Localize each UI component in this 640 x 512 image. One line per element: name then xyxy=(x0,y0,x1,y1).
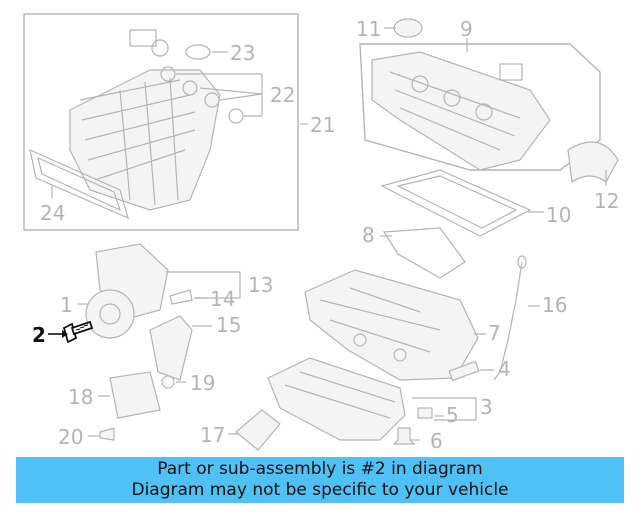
upper-oil-pan-drawing xyxy=(304,269,479,381)
callout-label-3: 3 xyxy=(480,395,493,419)
banner-line-disclaimer: Diagram may not be specific to your vehi… xyxy=(131,480,509,500)
bolt-20-drawing xyxy=(99,427,115,441)
oil-cap-drawing xyxy=(393,18,423,38)
callout-label-21: 21 xyxy=(310,113,335,137)
timing-cover-12-drawing xyxy=(567,141,619,184)
intake-manifold-drawing xyxy=(69,29,221,211)
callout-label-18: 18 xyxy=(68,385,93,409)
callout-label-6: 6 xyxy=(430,429,443,453)
callout-label-4: 4 xyxy=(498,357,511,381)
callout-label-13: 13 xyxy=(248,273,273,297)
o-ring-22b-drawing xyxy=(182,80,198,96)
callout-label-22: 22 xyxy=(270,83,295,107)
o-ring-22c-drawing xyxy=(204,92,220,108)
gasket-14-drawing xyxy=(169,289,193,305)
lower-oil-pan-drawing xyxy=(267,357,406,441)
leader-lines xyxy=(48,27,607,441)
cylinder-head-cover-drawing xyxy=(371,51,551,171)
bolt-5-drawing xyxy=(417,407,433,419)
callout-label-10: 10 xyxy=(546,203,571,227)
callout-label-23: 23 xyxy=(230,41,255,65)
callout-label-1: 1 xyxy=(60,293,73,317)
callout-label-9: 9 xyxy=(460,17,473,41)
info-banner: Part or sub-assembly is #2 in diagram Di… xyxy=(16,457,624,503)
gasket-24-drawing xyxy=(29,148,129,220)
o-ring-19-drawing xyxy=(161,375,175,389)
intake-gasket-8-drawing xyxy=(382,227,466,279)
sensor-4-drawing xyxy=(448,360,480,382)
housing-15-drawing xyxy=(149,315,193,381)
callout-label-20: 20 xyxy=(58,425,83,449)
parts-diagram: 1 2 3 4 5 6 7 8 9 10 11 12 13 14 15 16 1… xyxy=(23,13,619,453)
callout-label-11: 11 xyxy=(356,17,381,41)
drain-plug-6-drawing xyxy=(392,427,416,445)
dipstick-drawing xyxy=(493,261,523,381)
callout-label-12: 12 xyxy=(594,189,619,213)
callout-label-14: 14 xyxy=(210,287,235,311)
callout-label-19: 19 xyxy=(190,371,215,395)
callout-label-24: 24 xyxy=(40,201,65,225)
callout-label-5: 5 xyxy=(446,403,459,427)
pulley-1-drawing xyxy=(85,289,135,339)
bolt-2-highlighted-drawing xyxy=(62,320,94,344)
o-ring-23-drawing xyxy=(185,44,211,60)
o-ring-22d-drawing xyxy=(228,108,244,124)
callout-label-8: 8 xyxy=(362,223,375,247)
callout-label-2: 2 xyxy=(32,323,46,347)
oil-cooler-18-drawing xyxy=(109,371,161,419)
callout-label-7: 7 xyxy=(488,321,501,345)
oil-filter-17-drawing xyxy=(235,409,281,451)
o-ring-22a-drawing xyxy=(160,66,176,82)
callout-label-17: 17 xyxy=(200,423,225,447)
intake-manifold-group-box xyxy=(23,13,299,231)
callout-label-15: 15 xyxy=(216,313,241,337)
valve-cover-gasket-drawing xyxy=(380,169,532,237)
callout-label-16: 16 xyxy=(542,293,567,317)
banner-line-part-number: Part or sub-assembly is #2 in diagram xyxy=(157,459,483,479)
